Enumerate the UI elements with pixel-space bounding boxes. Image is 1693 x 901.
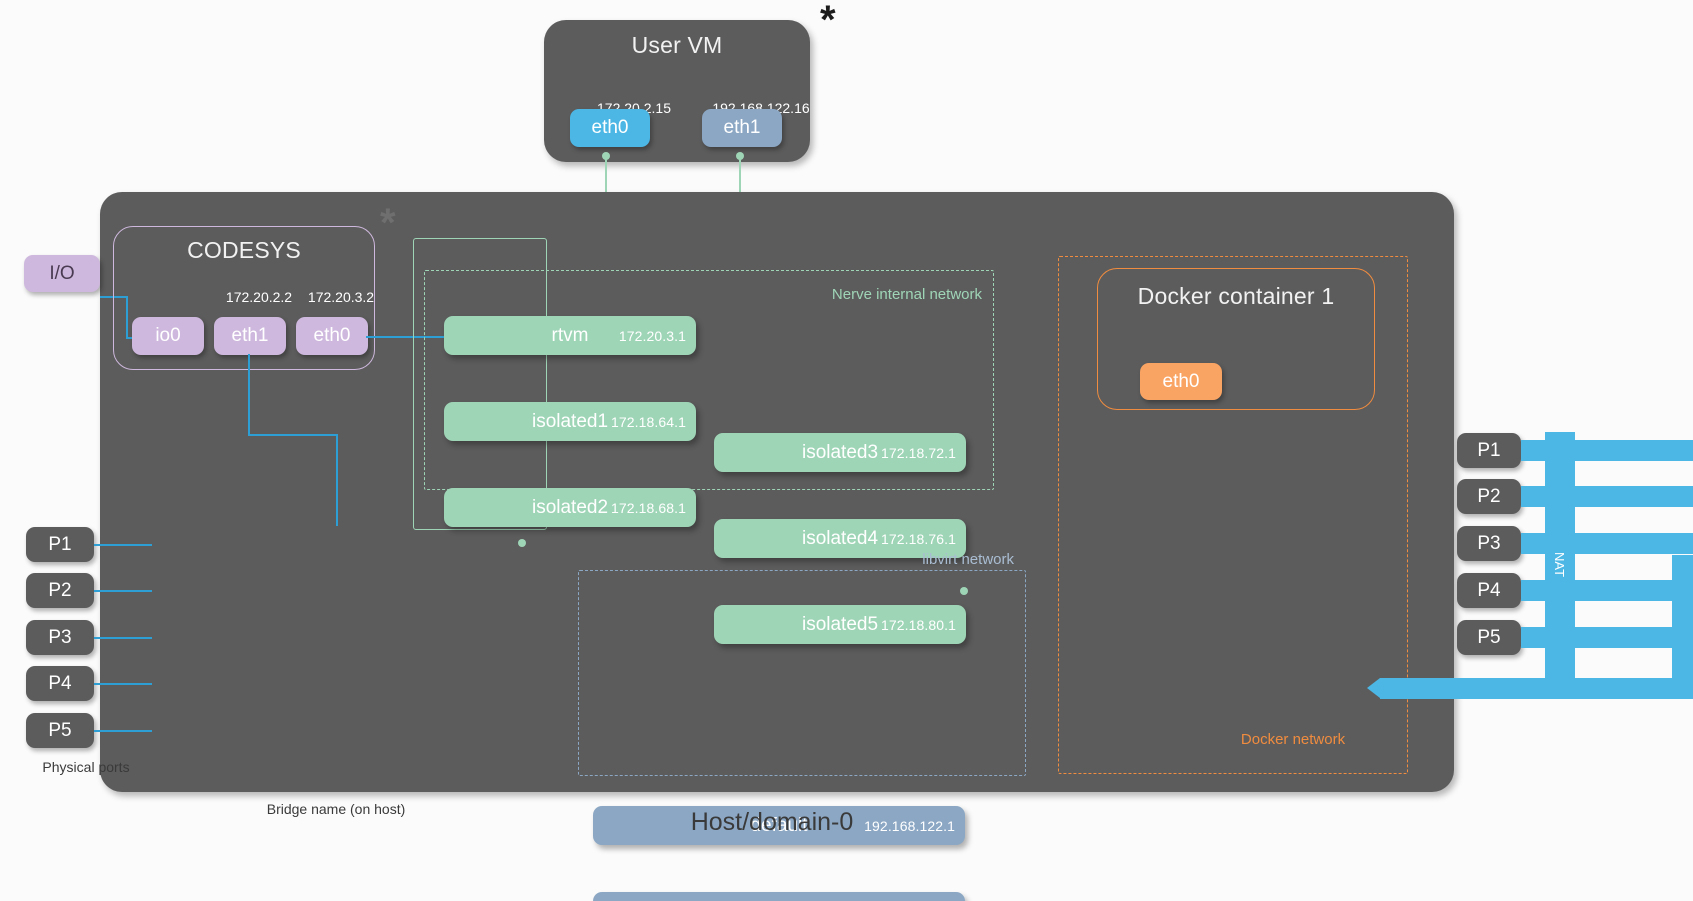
bridge-name-caption: Bridge name (on host): [266, 801, 406, 817]
nerve-bridge-rtvm-label: rtvm: [551, 324, 589, 346]
docker-container-panel: Docker container 1 eth0: [1097, 268, 1375, 410]
nerve-bridge-isolated3-ip: 172.18.72.1: [880, 444, 956, 461]
host-panel: [100, 192, 1454, 792]
physical-port-left-p1[interactable]: P1: [26, 527, 94, 562]
codesys-panel: CODESYS 172.20.2.2 172.20.3.2 io0 eth1 e…: [113, 226, 375, 370]
libvirt-bridge-default: default 192.168.122.1: [593, 806, 965, 845]
codesys-eth1-ip: 172.20.2.2: [225, 289, 293, 305]
connector-dot-host-mgmt: [518, 539, 526, 547]
nerve-bridge-rtvm-ip: 172.20.3.1: [618, 327, 686, 344]
link-io-to-io0-h1: [100, 296, 128, 298]
docker-default-bus-arrowhead: [1367, 678, 1380, 698]
link-codesys-eth1-vert: [248, 354, 250, 434]
physical-port-right-p1[interactable]: P1: [1457, 433, 1521, 468]
right-bus-extension-p3: [1575, 533, 1693, 554]
libvirt-bridge-extern1-nat: extern1-nat 192.168.123.1: [593, 892, 965, 901]
nerve-bridge-isolated4: isolated4 172.18.76.1: [714, 519, 966, 558]
nerve-bridge-isolated3: isolated3 172.18.72.1: [714, 433, 966, 472]
io-node[interactable]: I/O: [24, 255, 100, 292]
user-vm-panel: User VM 172.20.2.15 192.168.122.16 eth0 …: [544, 20, 810, 162]
codesys-title: CODESYS: [187, 237, 301, 263]
link-io-to-io0-v: [126, 296, 128, 339]
codesys-eth1-chip[interactable]: eth1: [214, 317, 286, 355]
physical-port-right-p2[interactable]: P2: [1457, 479, 1521, 514]
nerve-bridge-isolated4-ip: 172.18.76.1: [880, 530, 956, 547]
user-vm-eth0-chip[interactable]: eth0: [570, 109, 650, 147]
link-p5-to-extern3: [94, 730, 152, 732]
codesys-eth0-ip: 172.20.3.2: [307, 289, 375, 305]
nerve-bridge-isolated2: isolated2 172.18.68.1: [444, 488, 696, 527]
link-p2-to-wan: [94, 590, 152, 592]
physical-ports-caption: Physical ports: [42, 759, 130, 775]
libvirt-network-label: libvirt network: [922, 551, 1014, 568]
docker-network-label: Docker network: [1240, 731, 1346, 748]
physical-port-left-p3[interactable]: P3: [26, 620, 94, 655]
user-vm-title: User VM: [631, 32, 723, 58]
docker-default-bus-arrow: [1380, 678, 1693, 699]
right-bus-extension-p4: [1575, 580, 1693, 601]
physical-port-right-p3[interactable]: P3: [1457, 526, 1521, 561]
docker-container-eth0-chip[interactable]: eth0: [1140, 363, 1222, 400]
nerve-bridge-isolated1-ip: 172.18.64.1: [610, 413, 686, 430]
physical-port-right-p4[interactable]: P4: [1457, 573, 1521, 608]
host-caption: Host/domain-0: [690, 808, 854, 836]
libvirt-bridge-default-label: default: [750, 814, 808, 836]
physical-port-left-p4[interactable]: P4: [26, 666, 94, 701]
nerve-internal-network-label: Nerve internal network: [831, 286, 982, 303]
physical-port-left-p5[interactable]: P5: [26, 713, 94, 748]
right-bus-extension-p2: [1575, 486, 1693, 507]
asterisk-marker-codesys: *: [380, 201, 396, 245]
nerve-bridge-isolated5: isolated5 172.18.80.1: [714, 605, 966, 644]
connector-dot-default: [960, 587, 968, 595]
nerve-bridge-isolated4-label: isolated4: [801, 527, 879, 549]
right-bus-vertical-tail: [1672, 555, 1693, 699]
nerve-bridge-isolated1-label: isolated1: [531, 410, 609, 432]
link-codesys-eth1-horiz: [248, 434, 338, 436]
docker-network-group: [1058, 256, 1408, 774]
link-p3-to-extern1: [94, 637, 152, 639]
right-bus-extension-p1: [1575, 440, 1693, 461]
nerve-bridge-isolated1: isolated1 172.18.64.1: [444, 402, 696, 441]
link-p4-to-extern2: [94, 683, 152, 685]
nerve-internal-network-group: [424, 270, 994, 490]
nerve-bridge-isolated5-ip: 172.18.80.1: [880, 616, 956, 633]
right-nat-bus: NAT: [1545, 432, 1575, 696]
nerve-bridge-isolated2-label: isolated2: [531, 496, 609, 518]
nerve-bridge-rtvm: rtvm 172.20.3.1: [444, 316, 696, 355]
codesys-io0-chip[interactable]: io0: [132, 317, 204, 355]
libvirt-network-group: [578, 570, 1026, 776]
physical-port-right-p5[interactable]: P5: [1457, 620, 1521, 655]
nerve-bridge-isolated2-ip: 172.18.68.1: [610, 499, 686, 516]
link-codesys-eth1-down: [336, 434, 338, 526]
libvirt-bridge-default-ip: 192.168.122.1: [864, 817, 955, 834]
docker-container-title: Docker container 1: [1137, 283, 1335, 309]
right-nat-bus-label: NAT: [1552, 551, 1568, 577]
nerve-outer-outline: [413, 238, 547, 530]
link-codesys-eth0-horiz: [366, 336, 446, 338]
right-bus-extension-p5: [1575, 627, 1693, 648]
link-p1-to-mgmt: [94, 544, 152, 546]
nerve-bridge-isolated3-label: isolated3: [801, 441, 879, 463]
asterisk-marker-uservm: *: [820, 0, 836, 42]
codesys-eth0-chip[interactable]: eth0: [296, 317, 368, 355]
physical-port-left-p2[interactable]: P2: [26, 573, 94, 608]
nerve-bridge-isolated5-label: isolated5: [801, 613, 879, 635]
user-vm-eth1-chip[interactable]: eth1: [702, 109, 782, 147]
